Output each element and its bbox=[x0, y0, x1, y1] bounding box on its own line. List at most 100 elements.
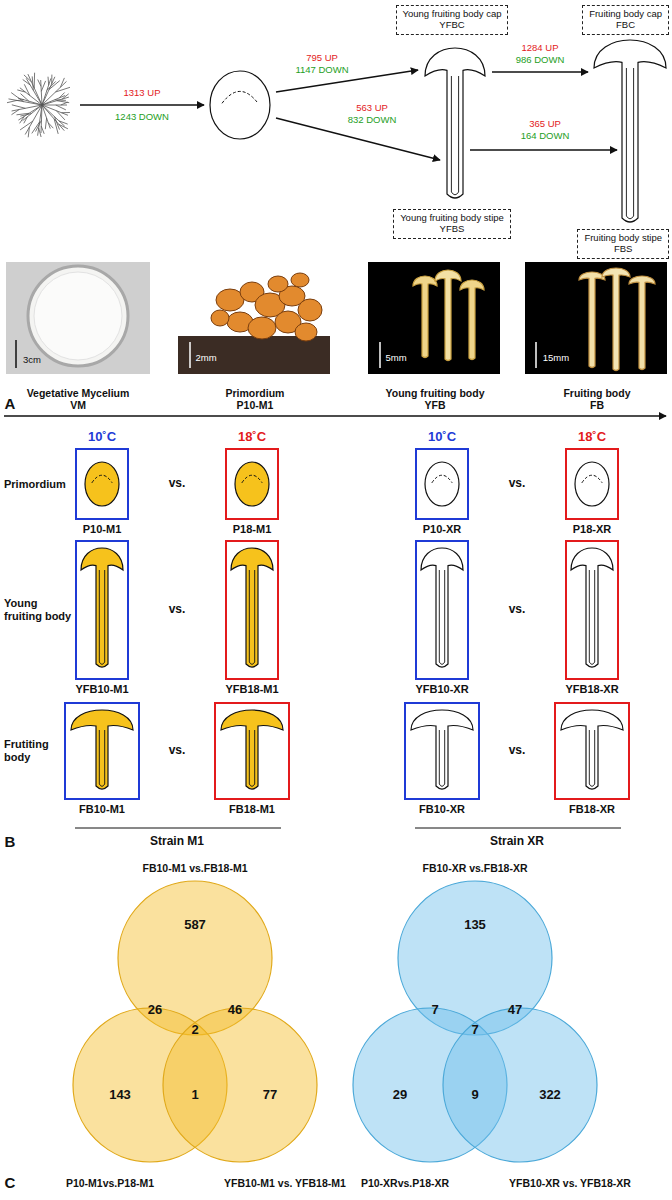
label-holder: P10-XRvs.P18-XR bbox=[361, 1177, 449, 1189]
stage-shape bbox=[66, 704, 138, 798]
deg-count-label: 365 UP bbox=[529, 119, 561, 130]
sample-box: FB18-XR bbox=[554, 702, 630, 800]
venn-count: 135 bbox=[464, 918, 486, 933]
stage-label: Young fruiting body bbox=[386, 387, 485, 399]
temperature-header: 10˚C bbox=[428, 430, 456, 445]
stage-label: Primordium bbox=[226, 387, 285, 399]
mushroom-outline bbox=[435, 270, 461, 361]
versus-label: vs. bbox=[169, 603, 186, 617]
mushroom-outline bbox=[413, 276, 437, 358]
label-holder: Strain M1 bbox=[150, 835, 204, 849]
stage-label: Fruiting body bbox=[563, 387, 630, 399]
panel-letter: A bbox=[5, 395, 16, 412]
stage-shape bbox=[567, 450, 617, 518]
photo-background bbox=[368, 262, 500, 374]
label-holder: 15mm bbox=[543, 353, 569, 364]
temperature-header: 10˚C bbox=[88, 430, 116, 445]
stipe-core-line bbox=[589, 570, 594, 664]
sample-box: FB10-M1 bbox=[64, 702, 140, 800]
label-holder: vs. bbox=[169, 477, 186, 491]
mushroom-outline bbox=[221, 710, 283, 789]
scale-bar-label: 2mm bbox=[195, 353, 216, 364]
petri-dish bbox=[28, 266, 128, 366]
label-holder: P10-XR bbox=[423, 523, 462, 536]
sample-name: P10-M1 bbox=[83, 523, 122, 536]
venn-circle: YFB10-M1 vs. YFB18-M1 bbox=[162, 1007, 318, 1163]
sample-box: YFB10-M1 bbox=[75, 540, 129, 680]
venn-set-circle bbox=[443, 1008, 597, 1162]
venn-count: 26 bbox=[148, 1003, 162, 1018]
label-holder: Strain XR bbox=[490, 835, 544, 849]
label-holder: Primordium bbox=[4, 478, 74, 491]
venn-count: 322 bbox=[539, 1088, 561, 1103]
stipe-core-line bbox=[249, 730, 254, 786]
stipe-core-line bbox=[439, 570, 444, 664]
label-holder: 832 DOWN bbox=[348, 115, 397, 126]
label-holder: vs. bbox=[169, 603, 186, 617]
mushroom-outline bbox=[71, 710, 133, 789]
label-holder: FB10-M1 bbox=[79, 803, 125, 816]
label-holder: 1313 UP bbox=[124, 88, 161, 99]
label-holder: 135 bbox=[464, 918, 486, 933]
stipe-core-line bbox=[99, 570, 104, 664]
stage-shape bbox=[227, 542, 277, 678]
primordium-blob bbox=[211, 310, 229, 326]
region-name: Young fruiting body stipe bbox=[400, 213, 504, 224]
sample-name: FB18-XR bbox=[569, 803, 615, 816]
venn-count: 2 bbox=[191, 1023, 198, 1038]
label-holder: C bbox=[5, 1174, 16, 1191]
primordium-blob bbox=[268, 276, 288, 292]
venn-count: 29 bbox=[393, 1088, 407, 1103]
region-name: Young fruiting body cap bbox=[403, 9, 502, 20]
label-holder: 1243 DOWN bbox=[115, 112, 169, 123]
stage-label: P10-M1 bbox=[237, 399, 274, 411]
versus-label: vs. bbox=[509, 744, 526, 758]
flow-arrow bbox=[470, 149, 617, 150]
sample-box: YFB18-M1 bbox=[225, 540, 279, 680]
scale-bar bbox=[379, 342, 381, 368]
label-holder: P10-M1 bbox=[237, 399, 274, 411]
venn-count: 7 bbox=[471, 1023, 478, 1038]
sample-box: P10-M1 bbox=[75, 448, 129, 520]
scale-bar bbox=[535, 342, 537, 368]
comparison-title: FB10-XR vs.FB18-XR bbox=[422, 862, 527, 874]
photo-row bbox=[6, 262, 667, 374]
label-holder: P10-M1vs.P18-M1 bbox=[66, 1177, 154, 1189]
comparison-title: P10-XRvs.P18-XR bbox=[361, 1177, 449, 1189]
stipe-core-line bbox=[626, 68, 633, 219]
venn-count: 47 bbox=[508, 1003, 522, 1018]
deg-count-label: 164 DOWN bbox=[521, 131, 570, 142]
sample-box: YFB18-XR bbox=[565, 540, 619, 680]
label-holder: YFB bbox=[425, 399, 446, 411]
primordium-cap-line bbox=[432, 475, 452, 483]
label-holder: vs. bbox=[509, 603, 526, 617]
row-label: Frutiting body bbox=[4, 738, 62, 763]
mushroom-outline bbox=[231, 548, 273, 667]
stage-shape bbox=[77, 542, 127, 678]
sample-name: FB10-XR bbox=[419, 803, 465, 816]
primordium-blob bbox=[248, 317, 276, 339]
deg-count-label: 1313 UP bbox=[124, 88, 161, 99]
versus-label: vs. bbox=[169, 744, 186, 758]
venn-shape bbox=[162, 1007, 318, 1163]
region-name: Fruiting body stipe bbox=[584, 233, 662, 244]
comparison-title: P10-M1vs.P18-M1 bbox=[66, 1177, 154, 1189]
label-holder: 29 bbox=[393, 1088, 407, 1103]
label-holder: FB10-XR bbox=[419, 803, 465, 816]
stage-shape bbox=[406, 704, 478, 798]
label-holder: 2mm bbox=[195, 353, 216, 364]
primordium-blob bbox=[291, 273, 309, 287]
venn-set-circle bbox=[163, 1008, 317, 1162]
label-holder: VM bbox=[70, 399, 86, 411]
versus-label: vs. bbox=[509, 603, 526, 617]
venn-count: 46 bbox=[228, 1003, 242, 1018]
stipe-core-line bbox=[451, 76, 458, 195]
venn-count: 1 bbox=[191, 1088, 198, 1103]
stage-label: YFB bbox=[425, 399, 446, 411]
mushroom-outline bbox=[602, 268, 630, 371]
primordium-blob bbox=[298, 299, 322, 321]
panel-letter: C bbox=[5, 1174, 16, 1191]
temperature-header: 18˚C bbox=[238, 430, 266, 445]
label-holder: 563 UP bbox=[356, 103, 388, 114]
region-code: FBS bbox=[584, 244, 662, 255]
